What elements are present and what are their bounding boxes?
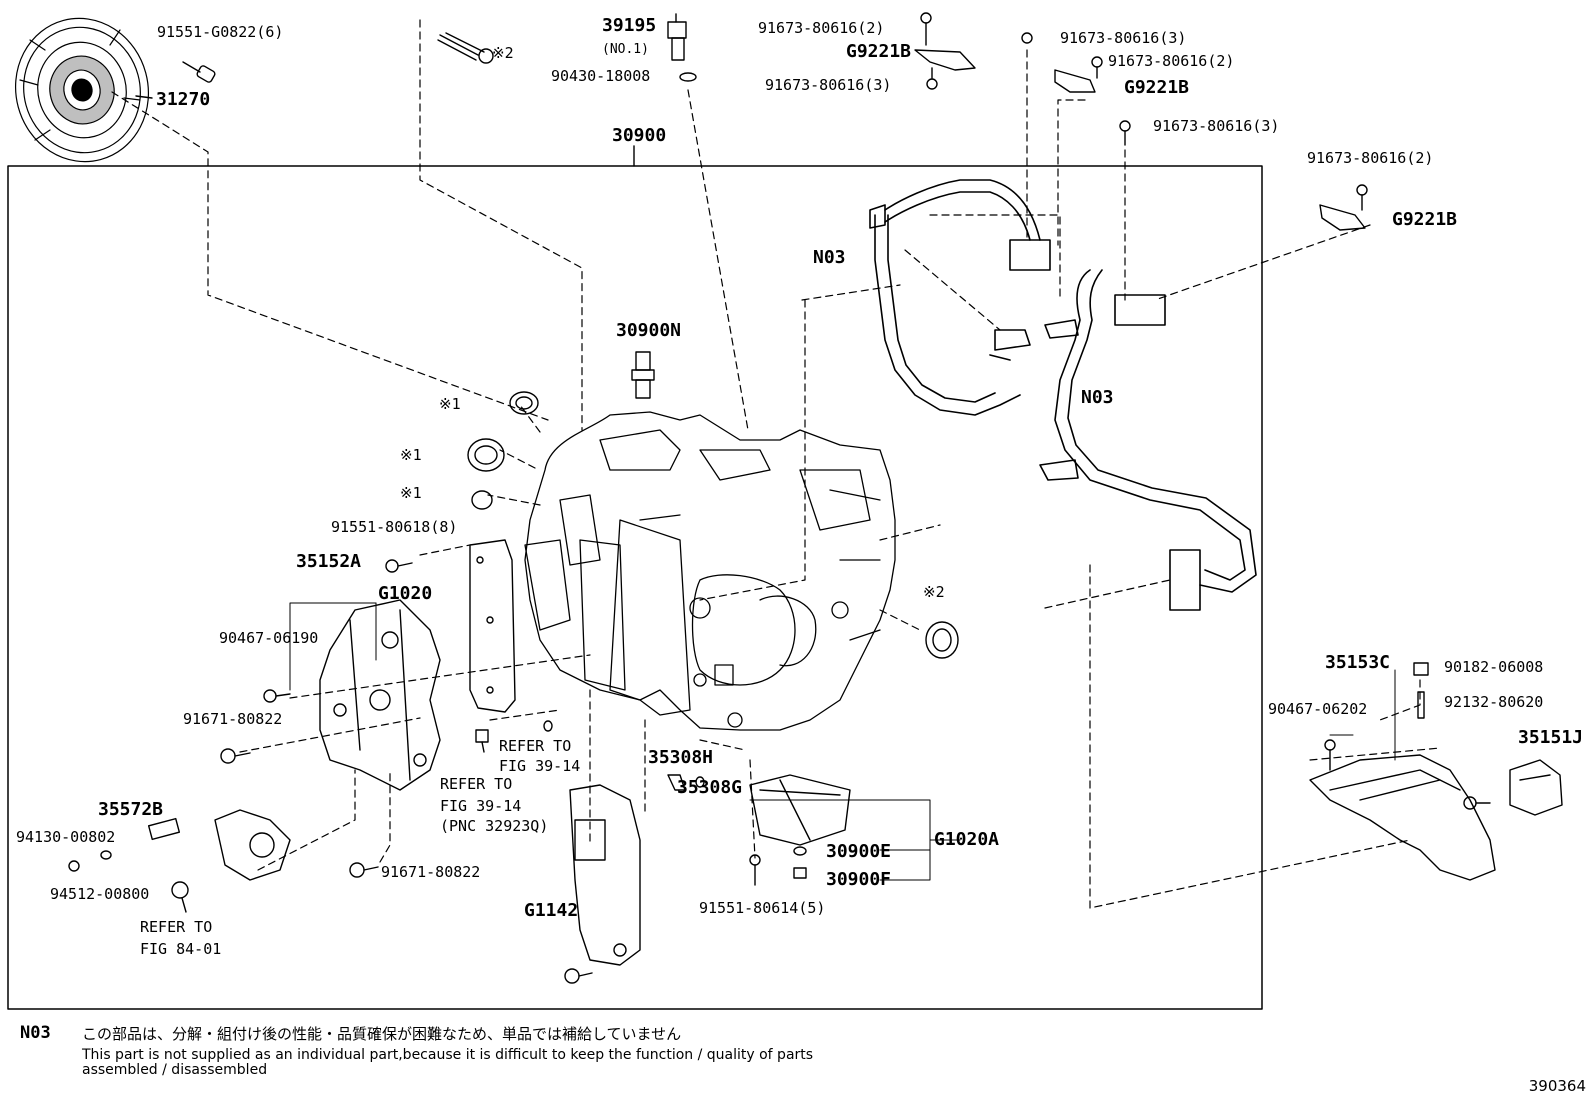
label-30900: 30900 xyxy=(612,125,667,146)
label-refer-3914-b-2: FIG 39-14 xyxy=(440,797,522,815)
label-x1-a: ※1 xyxy=(439,395,461,413)
label-35308G: 35308G xyxy=(677,777,743,798)
cover-G1142 xyxy=(564,774,705,984)
label-35152A: 35152A xyxy=(296,551,362,572)
wire-harness-N03 xyxy=(869,179,1257,611)
label-90430-18008: 90430-18008 xyxy=(551,67,651,85)
label-39195: 39195 xyxy=(602,15,657,36)
footnote-japanese: この部品は、分解・組付け後の性能・品質確保が困難なため、単品では補給していません xyxy=(82,1025,682,1043)
label-35308H: 35308H xyxy=(648,747,714,768)
dashed-leaders xyxy=(111,19,1441,909)
label-N03-a: N03 xyxy=(813,247,846,268)
shield-35153C xyxy=(1309,662,1496,881)
label-G1020A: G1020A xyxy=(934,829,1000,850)
label-91671-80822-b: 91671-80822 xyxy=(381,863,481,881)
transaxle-case xyxy=(524,411,896,731)
gasket-G1020 xyxy=(469,539,516,713)
label-refer-3914-a-1: REFER TO xyxy=(499,737,572,755)
label-92132-80620: 92132-80620 xyxy=(1444,693,1544,711)
label-30900E: 30900E xyxy=(826,841,892,862)
oil-seals xyxy=(467,391,959,659)
plug-30900N xyxy=(631,351,655,399)
label-G9221B-c: G9221B xyxy=(1392,209,1458,230)
label-30900N: 30900N xyxy=(616,320,682,341)
label-90182-06008: 90182-06008 xyxy=(1444,658,1544,676)
bolt-x2-top xyxy=(437,32,494,64)
label-91673-3a: 91673-80616(3) xyxy=(765,76,892,94)
label-94512-00800: 94512-00800 xyxy=(50,885,150,903)
label-G1020: G1020 xyxy=(378,583,433,604)
bracket-35151J xyxy=(1509,759,1563,816)
label-91673-2b: 91673-80616(2) xyxy=(1108,52,1235,70)
footnote-english: This part is not supplied as an individu… xyxy=(82,1047,814,1078)
label-x1-c: ※1 xyxy=(400,484,422,502)
neutral-switch xyxy=(68,809,291,913)
label-35572B: 35572B xyxy=(98,799,164,820)
label-35151J: 35151J xyxy=(1518,727,1584,748)
label-G9221B-a: G9221B xyxy=(846,41,912,62)
sensor-39195 xyxy=(667,13,697,82)
label-91671-80822-a: 91671-80822 xyxy=(183,710,283,728)
label-G9221B-b: G9221B xyxy=(1124,77,1190,98)
bolts-left xyxy=(220,559,553,878)
label-35153C: 35153C xyxy=(1325,652,1391,673)
label-refer-3914-a-2: FIG 39-14 xyxy=(499,757,581,775)
figure-number: 390364 xyxy=(1528,1077,1586,1095)
label-31270: 31270 xyxy=(156,89,211,110)
bolt-91551-G0822 xyxy=(182,61,216,83)
label-30900F: 30900F xyxy=(826,869,892,890)
label-N03-b: N03 xyxy=(1081,387,1114,408)
cover-35152A xyxy=(319,599,441,791)
label-x1-b: ※1 xyxy=(400,446,422,464)
label-91551-80618: 91551-80618(8) xyxy=(331,518,458,536)
label-94130-00802: 94130-00802 xyxy=(16,828,116,846)
label-91551-G0822: 91551-G0822(6) xyxy=(157,23,284,41)
label-39195-sub: (NO.1) xyxy=(602,42,649,57)
label-x2-right: ※2 xyxy=(923,583,945,601)
oil-pan-G1020A xyxy=(749,774,851,886)
solid-leaders xyxy=(289,602,1396,881)
label-90467-06202: 90467-06202 xyxy=(1268,700,1368,718)
footnote-id: N03 xyxy=(20,1023,51,1043)
label-91673-3b: 91673-80616(3) xyxy=(1060,29,1187,47)
label-91551-80614: 91551-80614(5) xyxy=(699,899,826,917)
label-G1142: G1142 xyxy=(524,900,579,921)
brackets-G9221B xyxy=(914,12,1368,231)
label-refer-3914-b-1: REFER TO xyxy=(440,775,513,793)
label-91673-2c: 91673-80616(2) xyxy=(1307,149,1434,167)
label-91673-3c: 91673-80616(3) xyxy=(1153,117,1280,135)
label-91673-2a: 91673-80616(2) xyxy=(758,19,885,37)
label-refer-8401-1: REFER TO xyxy=(140,918,213,936)
label-refer-8401-2: FIG 84-01 xyxy=(140,940,222,958)
torque-converter xyxy=(14,17,150,163)
assembly-frame xyxy=(7,165,1263,1010)
label-refer-3914-b-3: (PNC 32923Q) xyxy=(440,817,549,835)
label-x2-top: ※2 xyxy=(492,44,514,62)
label-90467-06190: 90467-06190 xyxy=(219,629,319,647)
